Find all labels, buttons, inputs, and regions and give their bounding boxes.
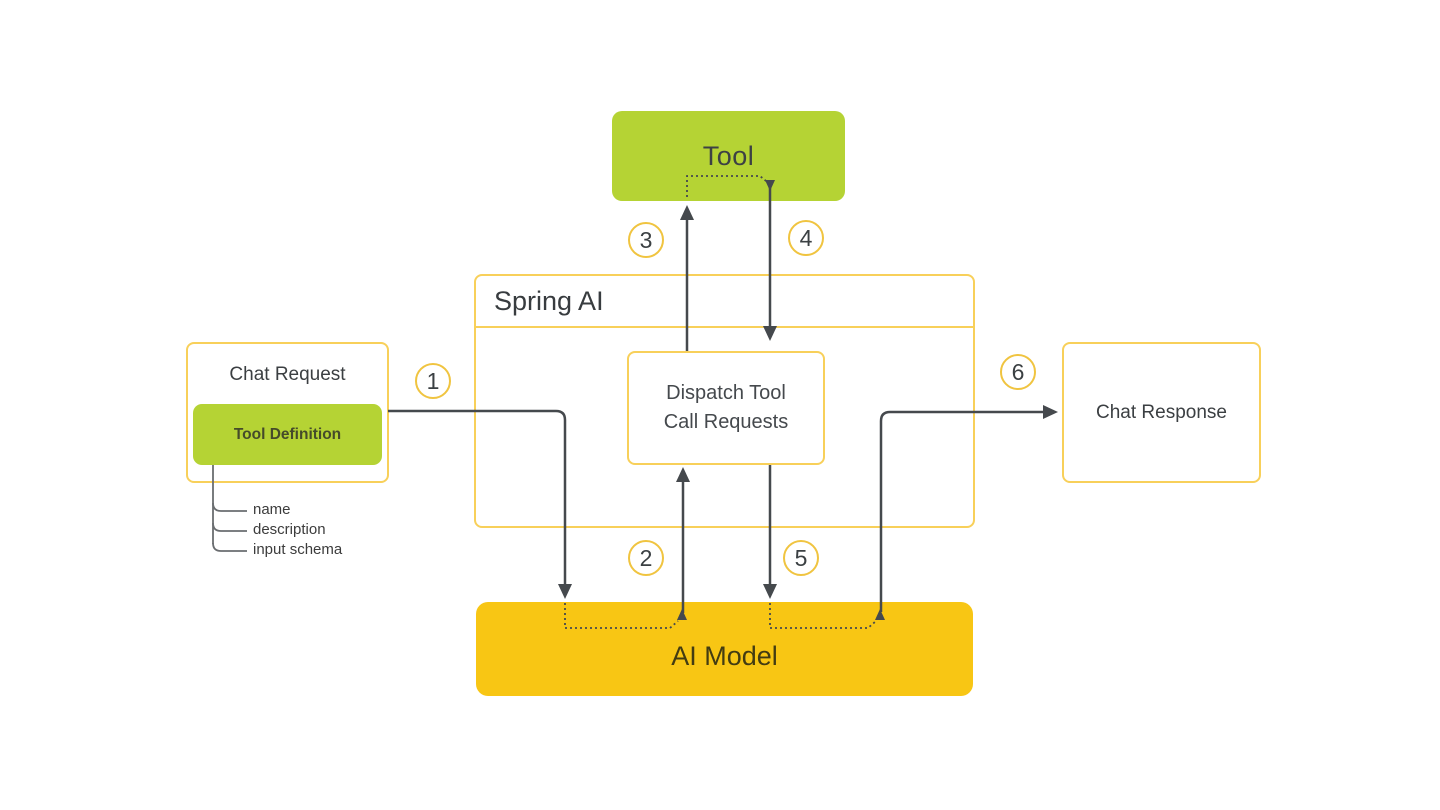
- chat-request-label: Chat Request: [229, 364, 346, 385]
- step-circle-5: 5: [783, 540, 819, 576]
- tool-definition-tree-branch-description: [212, 522, 247, 532]
- dispatch-tool-call-requests-node: Dispatch Tool Call Requests: [627, 351, 825, 465]
- dispatch-label-line1: Dispatch Tool: [666, 382, 786, 404]
- spring-ai-header: Spring AI: [476, 276, 973, 328]
- step-circle-6: 6: [1000, 354, 1036, 390]
- arrow-5-head: [763, 584, 777, 599]
- tool-definition-attr-name: name: [253, 501, 291, 518]
- step-circle-4: 4: [788, 220, 824, 256]
- chat-response-node: Chat Response: [1062, 342, 1261, 483]
- tool-definition-node: Tool Definition: [193, 404, 382, 465]
- ai-model-node: AI Model: [476, 602, 973, 696]
- tool-definition-label: Tool Definition: [233, 425, 342, 443]
- arrow-1-head: [558, 584, 572, 599]
- step-circle-3: 3: [628, 222, 664, 258]
- arrow-6-head: [1043, 405, 1058, 419]
- step-circle-1: 1: [415, 363, 451, 399]
- tool-definition-tree-branch-input-schema: [212, 542, 247, 552]
- tool-definition-attr-input-schema: input schema: [253, 541, 343, 558]
- dispatch-label-line2: Call Requests: [663, 411, 789, 433]
- ai-model-label: AI Model: [671, 640, 778, 671]
- tool-definition-tree-branch-name: [212, 502, 247, 512]
- tool-node: Tool: [612, 111, 845, 201]
- arrow-3-head: [680, 205, 694, 220]
- step-circle-2: 2: [628, 540, 664, 576]
- tool-label: Tool: [702, 140, 755, 171]
- chat-response-label: Chat Response: [1096, 401, 1227, 423]
- spring-ai-container: Spring AI: [474, 274, 975, 528]
- spring-ai-label: Spring AI: [494, 285, 604, 316]
- tool-definition-attr-description: description: [253, 521, 326, 538]
